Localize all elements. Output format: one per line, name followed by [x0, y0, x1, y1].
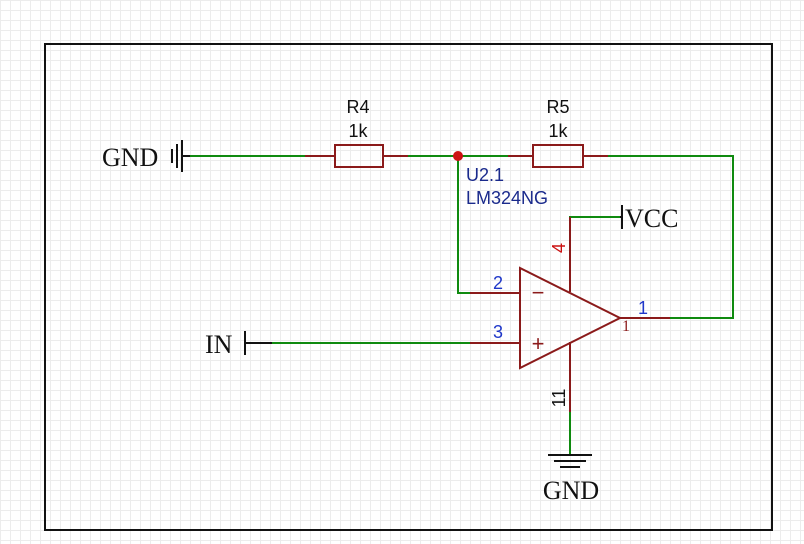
- resistor-r5[interactable]: [532, 144, 584, 168]
- pin-number-1: 1: [638, 298, 648, 318]
- in-label: IN: [205, 330, 233, 359]
- ground-port-left[interactable]: [171, 140, 190, 172]
- vcc-label: VCC: [625, 204, 678, 233]
- resistor-r4[interactable]: [334, 144, 384, 168]
- pin-number-4: 4: [549, 243, 569, 253]
- gnd-left-label: GND: [102, 143, 158, 172]
- gnd-bottom-label: GND: [543, 476, 599, 505]
- pin-number-1-inner: 1: [622, 318, 630, 335]
- r5-designator: R5: [546, 97, 569, 117]
- opamp-minus-sign: −: [532, 280, 545, 305]
- wires: [189, 155, 734, 456]
- r4-designator: R4: [346, 97, 369, 117]
- pin-number-11: 11: [549, 389, 569, 408]
- r4-value: 1k: [348, 121, 368, 141]
- vcc-port[interactable]: [620, 205, 623, 229]
- in-net-port[interactable]: [244, 331, 272, 355]
- junction-dot: [453, 151, 463, 161]
- wire-node-to-inverting-input[interactable]: [457, 155, 471, 294]
- sheet-frame: [44, 43, 773, 531]
- opamp-plus-sign: +: [532, 331, 545, 356]
- pin-stubs: [305, 155, 670, 412]
- opamp-designator: U2.1: [466, 165, 504, 185]
- opamp-part-number: LM324NG: [466, 188, 548, 208]
- wire-r5-to-output[interactable]: [582, 155, 734, 319]
- pin-number-3: 3: [493, 322, 503, 342]
- ground-port-bottom[interactable]: [548, 454, 592, 468]
- opamp-u2-body[interactable]: [519, 266, 623, 370]
- r5-value: 1k: [548, 121, 568, 141]
- pin-number-2: 2: [493, 273, 503, 293]
